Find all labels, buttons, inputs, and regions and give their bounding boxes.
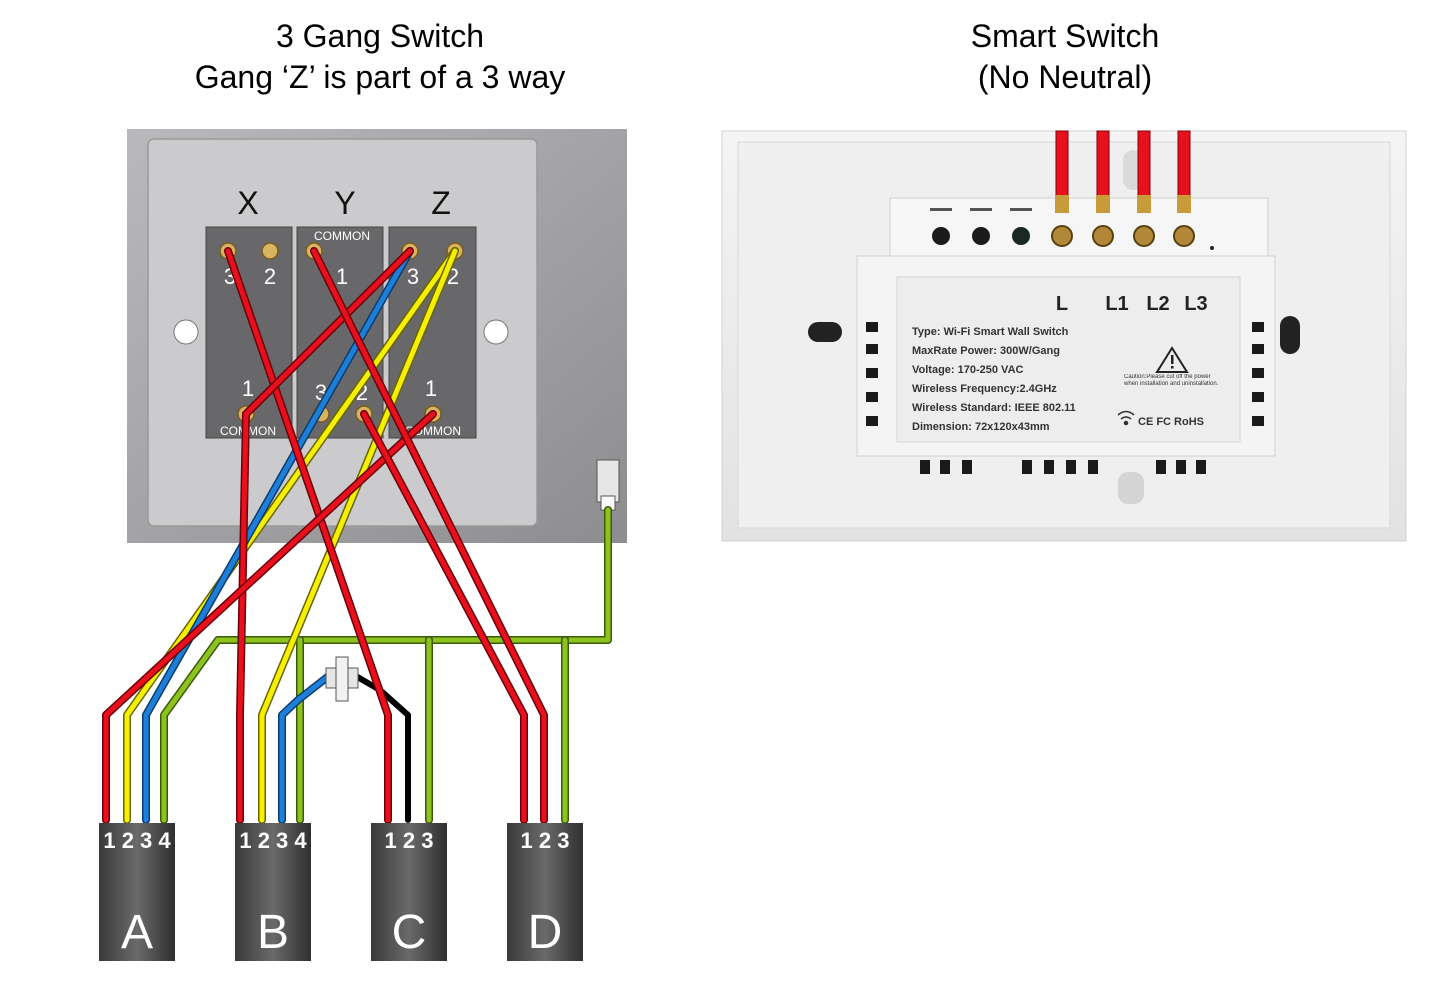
unused-terminal-2 — [972, 227, 990, 245]
label-l: L — [1056, 293, 1068, 315]
terminal-l2 — [1133, 225, 1155, 247]
bottom-vents — [920, 460, 1206, 474]
spec-label — [896, 276, 1241, 443]
bottom-slot — [1118, 472, 1144, 504]
cables: 1 2 3 4 A 1 2 3 4 B 1 2 3 C 1 2 3 D — [99, 823, 583, 961]
side-vents — [866, 322, 1264, 426]
caution-text-box: Caution:Please cut off the power when in… — [1124, 374, 1219, 387]
red-wires — [102, 247, 548, 824]
wires — [102, 247, 612, 824]
spec-power: MaxRate Power: 300W/Gang — [912, 345, 1060, 357]
spec-type: Type: Wi-Fi Smart Wall Switch — [912, 326, 1069, 338]
unused-terminal-1 — [932, 227, 950, 245]
unused-terminal-3 — [1012, 227, 1030, 245]
spec-dimension: Dimension: 72x120x43mm — [912, 421, 1050, 433]
terminal-l3 — [1173, 225, 1195, 247]
caution-text: Caution:Please cut off the power when in… — [1124, 374, 1219, 387]
terminal-y-1-label: 1 — [336, 264, 348, 289]
cable-a-label: A — [121, 906, 153, 959]
smart-switch: L L1 L2 L3 Type: Wi-Fi Smart Wall Switch… — [721, 130, 1407, 542]
terminal-z-1-label: 1 — [425, 376, 437, 401]
gang-label-y: Y — [334, 185, 355, 221]
cert-marks: CE FC RoHS — [1138, 416, 1204, 428]
cable-a-cores: 1 2 3 4 — [103, 828, 171, 853]
connector-block — [325, 656, 359, 702]
label-l1: L1 — [1105, 293, 1128, 315]
right-title-line1: Smart Switch — [970, 18, 1160, 54]
cable-d: 1 2 3 D — [507, 823, 583, 961]
gang-label-z: Z — [431, 185, 451, 221]
mount-hole-left — [808, 322, 842, 342]
cable-c-label: C — [392, 906, 427, 959]
gang-y-module — [296, 226, 384, 439]
terminal-x-1-label: 1 — [242, 376, 254, 401]
terminal-block — [889, 197, 1269, 259]
spec-frequency: Wireless Frequency:2.4GHz — [912, 383, 1057, 395]
terminal-z-3-label: 3 — [407, 264, 419, 289]
spec-standard: Wireless Standard: IEEE 802.11 — [912, 402, 1076, 414]
terminal-x-2 — [261, 242, 279, 260]
gang-label-x: X — [237, 185, 258, 221]
blue-wires — [142, 247, 414, 824]
black-wire — [351, 672, 411, 823]
left-title-line2: Gang ‘Z’ is part of a 3 way — [194, 59, 566, 95]
cable-a: 1 2 3 4 A — [99, 823, 175, 961]
earth-wires — [160, 506, 612, 824]
warning-icon — [1155, 346, 1189, 373]
screw-hole-left — [173, 319, 199, 345]
cable-b-cores: 1 2 3 4 — [239, 828, 307, 853]
cable-b: 1 2 3 4 B — [235, 823, 311, 961]
spec-voltage: Voltage: 170-250 VAC — [912, 364, 1024, 376]
cable-c-cores: 1 2 3 — [385, 828, 434, 853]
label-l3: L3 — [1184, 293, 1207, 315]
label-l2: L2 — [1146, 293, 1169, 315]
terminal-l1 — [1092, 225, 1114, 247]
three-gang-switch: X Y Z 3 2 1 1 3 2 3 2 1 COMMON COMMON CO… — [127, 129, 627, 543]
left-title: 3 Gang Switch Gang ‘Z’ is part of a 3 wa… — [130, 16, 630, 98]
cable-d-cores: 1 2 3 — [521, 828, 570, 853]
mount-hole-right — [1280, 316, 1300, 354]
smart-switch-wires — [1055, 130, 1191, 213]
cable-c: 1 2 3 C — [371, 823, 447, 961]
terminal-l — [1051, 225, 1073, 247]
wifi-icon — [1117, 410, 1135, 426]
right-title: Smart Switch (No Neutral) — [860, 16, 1270, 98]
screw-hole-right — [483, 319, 509, 345]
cable-b-label: B — [257, 906, 289, 959]
gang-y-common-label: COMMON — [314, 229, 370, 243]
terminal-x-2-label: 2 — [264, 264, 276, 289]
cable-d-label: D — [528, 906, 563, 959]
right-title-line2: (No Neutral) — [977, 59, 1153, 95]
left-title-line1: 3 Gang Switch — [275, 18, 485, 54]
